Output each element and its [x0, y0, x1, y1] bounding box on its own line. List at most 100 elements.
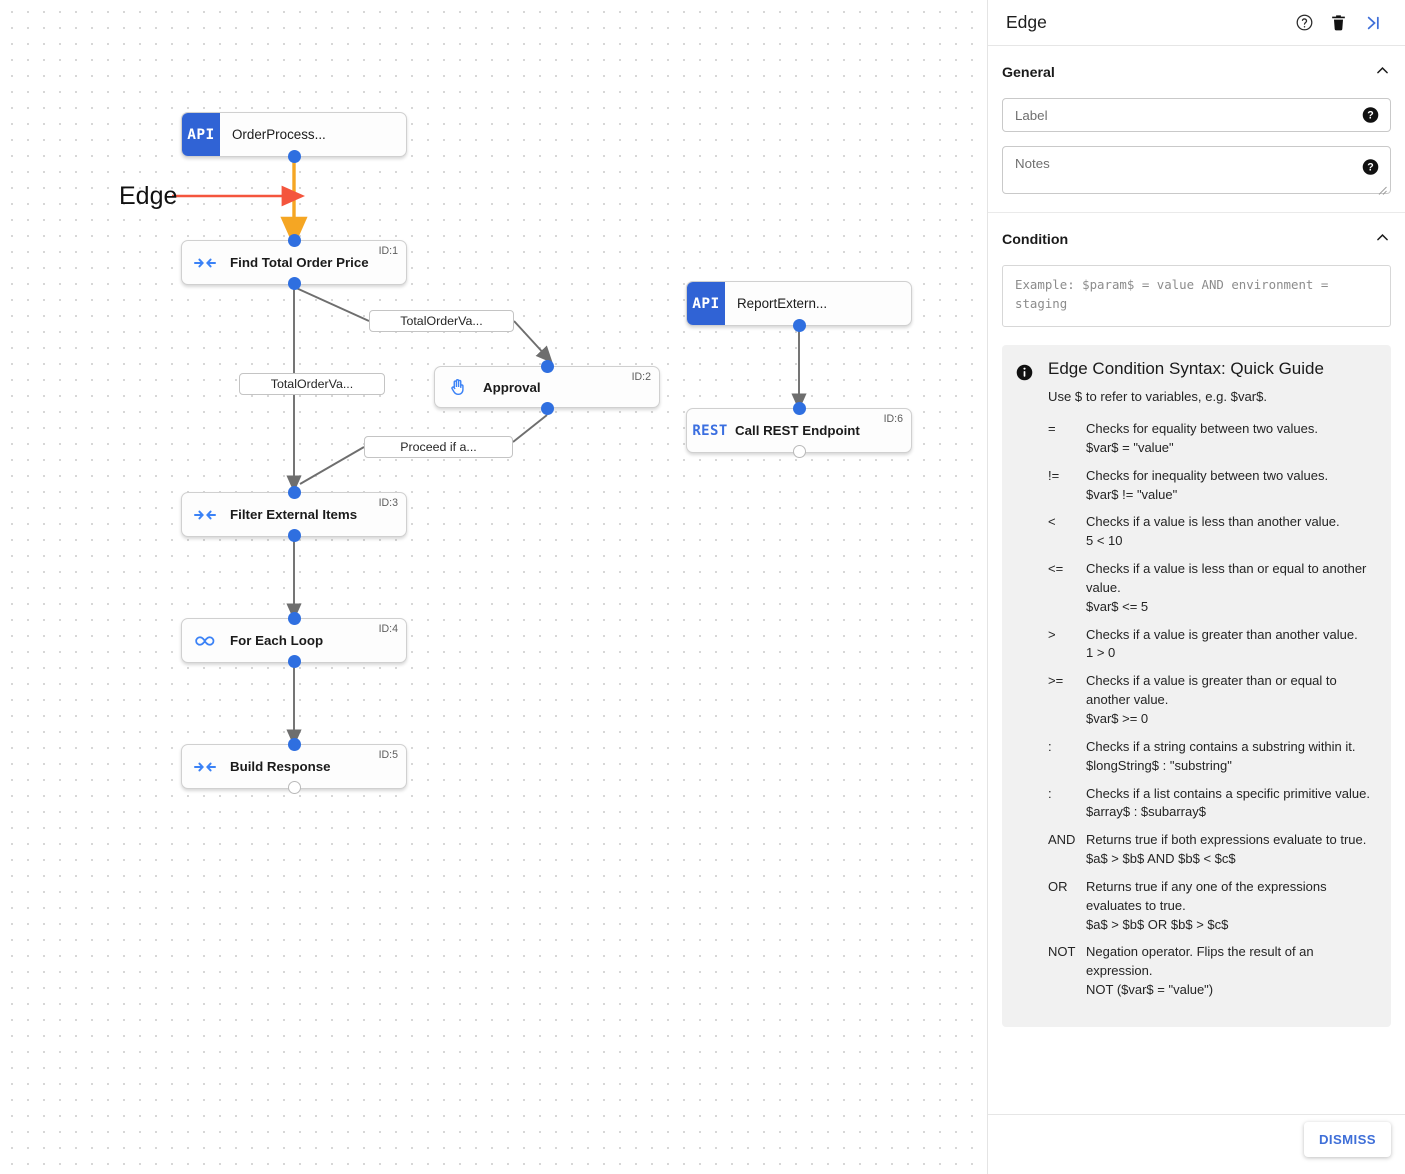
help-circle-icon[interactable] — [1287, 6, 1321, 40]
quick-guide-rows: = Checks for equality between two values.… — [1048, 420, 1375, 1000]
dismiss-button[interactable]: DISMISS — [1303, 1122, 1391, 1157]
operator-description: Checks for inequality between two values… — [1086, 467, 1375, 505]
operator-description: Negation operator. Flips the result of a… — [1086, 943, 1375, 1000]
edge-properties-panel: Edge General Label — [987, 0, 1405, 1174]
operator-example: 1 > 0 — [1086, 645, 1116, 661]
operator-symbol: = — [1048, 421, 1056, 436]
operator-example: $var$ = "value" — [1086, 439, 1174, 455]
quick-guide-row: NOT Negation operator. Flips the result o… — [1048, 943, 1375, 1000]
node-id-label: ID:6 — [883, 413, 903, 425]
port-out-approval[interactable] — [541, 402, 554, 415]
operator-description: Checks if a value is greater than or equ… — [1086, 672, 1375, 729]
condition-section-header[interactable]: Condition — [1002, 229, 1391, 251]
operator-example: $var$ != "value" — [1086, 486, 1178, 502]
general-section-header[interactable]: General — [1002, 62, 1391, 84]
svg-text:?: ? — [1367, 110, 1373, 122]
edge-findtotal-to-approval-b[interactable] — [513, 320, 553, 364]
node-title: For Each Loop — [230, 633, 324, 648]
edge-findtotal-to-approval-a[interactable] — [293, 286, 370, 322]
operator-symbol: >= — [1048, 673, 1064, 689]
operator-example: $var$ <= 5 — [1086, 598, 1149, 614]
edge-label[interactable]: TotalOrderVa... — [369, 310, 514, 332]
quick-guide-row: = Checks for equality between two values.… — [1048, 420, 1375, 458]
port-out-orderprocess[interactable] — [288, 150, 301, 163]
operator-symbol: : — [1048, 738, 1052, 754]
operator-description: Checks if a value is greater than anothe… — [1086, 626, 1375, 664]
panel-footer: DISMISS — [988, 1114, 1405, 1174]
rest-badge: REST — [692, 422, 728, 439]
node-title: Build Response — [230, 759, 331, 774]
panel-title: Edge — [1006, 12, 1047, 32]
edge-label[interactable]: TotalOrderVa... — [239, 373, 385, 395]
node-find-total-order-price[interactable]: Find Total Order Price ID:1 — [181, 240, 407, 285]
chevron-up-icon[interactable] — [1374, 229, 1391, 251]
general-section: General Label ? Notes ? — [988, 46, 1405, 213]
edge-connections-layer — [172, 158, 807, 747]
panel-header: Edge — [988, 0, 1405, 46]
general-heading: General — [1002, 65, 1055, 81]
api-badge: API — [687, 282, 725, 325]
node-id-label: ID:5 — [378, 749, 398, 761]
node-id-label: ID:3 — [378, 497, 398, 509]
svg-text:?: ? — [1367, 162, 1373, 174]
operator-example: $a$ > $b$ AND $b$ < $c$ — [1086, 851, 1236, 867]
node-orderprocess[interactable]: API OrderProcess... — [181, 112, 407, 157]
condition-input[interactable]: Example: $param$ = value AND environment… — [1002, 265, 1391, 327]
operator-symbol: != — [1048, 467, 1060, 483]
operator-example: $longString$ : "substring" — [1086, 757, 1232, 773]
edge-approval-to-filter-a[interactable] — [512, 414, 548, 443]
operator-symbol: : — [1048, 785, 1052, 801]
port-in-approval[interactable] — [541, 360, 554, 373]
port-in-filter[interactable] — [288, 486, 301, 499]
hand-icon — [435, 377, 481, 397]
collapse-panel-icon[interactable] — [1355, 6, 1389, 40]
operator-example: $array$ : $subarray$ — [1086, 804, 1206, 820]
infinity-icon — [182, 634, 228, 648]
port-out-buildresponse[interactable] — [288, 781, 301, 794]
node-title: OrderProcess... — [232, 127, 326, 142]
operator-symbol: AND — [1048, 832, 1076, 848]
quick-guide-row: :Checks if a list contains a specific pr… — [1048, 785, 1375, 823]
node-title: Call REST Endpoint — [735, 423, 860, 438]
merge-arrows-icon — [182, 255, 228, 271]
edge-approval-to-filter-b[interactable] — [299, 446, 365, 485]
node-id-label: ID:1 — [378, 245, 398, 257]
notes-field[interactable]: Notes ? — [1002, 146, 1391, 195]
port-in-buildresponse[interactable] — [288, 738, 301, 751]
flow-canvas[interactable]: Edge API OrderProcess... Find Total Orde… — [0, 0, 987, 1174]
port-out-filter[interactable] — [288, 529, 301, 542]
node-id-label: ID:2 — [631, 371, 651, 383]
port-in-callrest[interactable] — [793, 402, 806, 415]
operator-description: Returns true if any one of the expressio… — [1086, 878, 1375, 935]
condition-section: Condition Example: $param$ = value AND e… — [988, 213, 1405, 1045]
port-out-foreach[interactable] — [288, 655, 301, 668]
edge-label[interactable]: Proceed if a... — [364, 436, 513, 458]
port-in-foreach[interactable] — [288, 612, 301, 625]
node-approval[interactable]: Approval ID:2 — [434, 366, 660, 408]
port-in-find-total[interactable] — [288, 234, 301, 247]
port-out-reportextern[interactable] — [793, 319, 806, 332]
port-out-callrest[interactable] — [793, 445, 806, 458]
notes-resize-handle[interactable] — [1378, 182, 1387, 195]
trash-icon[interactable] — [1321, 6, 1355, 40]
merge-arrows-icon — [182, 507, 228, 523]
operator-example: $var$ >= 0 — [1086, 710, 1149, 726]
quick-guide-row: <=Checks if a value is less than or equa… — [1048, 560, 1375, 617]
operator-example: 5 < 10 — [1086, 533, 1123, 549]
label-help-icon[interactable]: ? — [1362, 107, 1379, 124]
operator-example: NOT ($var$ = "value") — [1086, 982, 1214, 998]
operator-description: Checks for equality between two values.$… — [1086, 420, 1375, 458]
info-icon — [1016, 359, 1034, 1009]
operator-symbol: NOT — [1048, 944, 1076, 960]
notes-help-icon[interactable]: ? — [1362, 159, 1379, 176]
node-reportextern[interactable]: API ReportExtern... — [686, 281, 912, 326]
condition-heading: Condition — [1002, 232, 1069, 248]
label-field[interactable]: Label ? — [1002, 98, 1391, 132]
panel-scroll-area[interactable]: General Label ? Notes ? — [988, 46, 1405, 1174]
node-title: Filter External Items — [230, 507, 358, 522]
operator-symbol: OR — [1048, 878, 1068, 894]
merge-arrows-icon — [182, 759, 228, 775]
operator-symbol: < — [1048, 514, 1056, 530]
port-out-find-total[interactable] — [288, 277, 301, 290]
chevron-up-icon[interactable] — [1374, 62, 1391, 84]
